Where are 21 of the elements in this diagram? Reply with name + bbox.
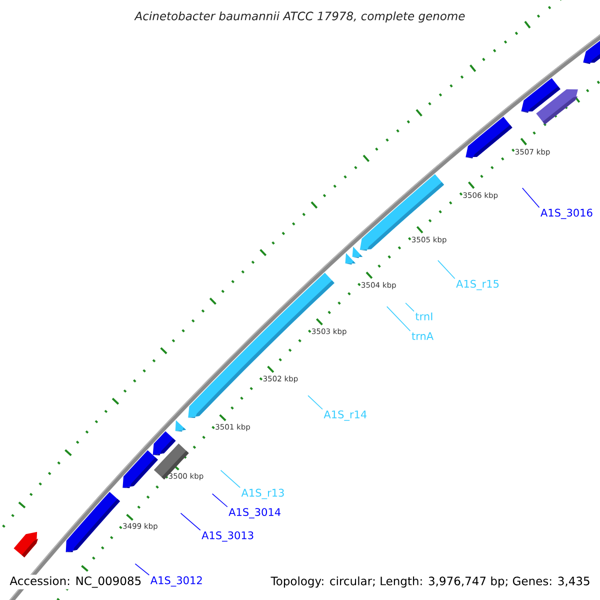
- accession-text: Accession: NC_009085: [8, 574, 144, 590]
- leader-line: [405, 302, 414, 312]
- gene-label: A1S_3016: [540, 208, 592, 219]
- leader-line: [438, 260, 456, 280]
- gene-label: A1S_r15: [456, 280, 499, 290]
- gene-label: A1S_3013: [202, 531, 254, 542]
- gene-label: trnA: [412, 332, 434, 340]
- gene-label: A1S_r13: [241, 488, 284, 500]
- topology-text: Topology: circular; Length: 3,976,747 bp; Genes: 3,435: [269, 574, 592, 590]
- gene-label: A1S_r14: [324, 410, 367, 421]
- gene-label: A1S_3014: [228, 508, 280, 518]
- leader-line: [220, 470, 240, 488]
- leader-line: [308, 395, 323, 410]
- leader-line: [134, 563, 150, 576]
- gene-label: trnI: [415, 312, 432, 320]
- gene-label: A1S_3012: [150, 576, 202, 587]
- title: Acinetobacter baumannii ATCC 17978, complete genome: [134, 11, 465, 23]
- leader-line: [522, 188, 540, 208]
- leader-line: [386, 306, 411, 332]
- leader-line: [212, 493, 228, 508]
- leader-line: [180, 512, 201, 531]
